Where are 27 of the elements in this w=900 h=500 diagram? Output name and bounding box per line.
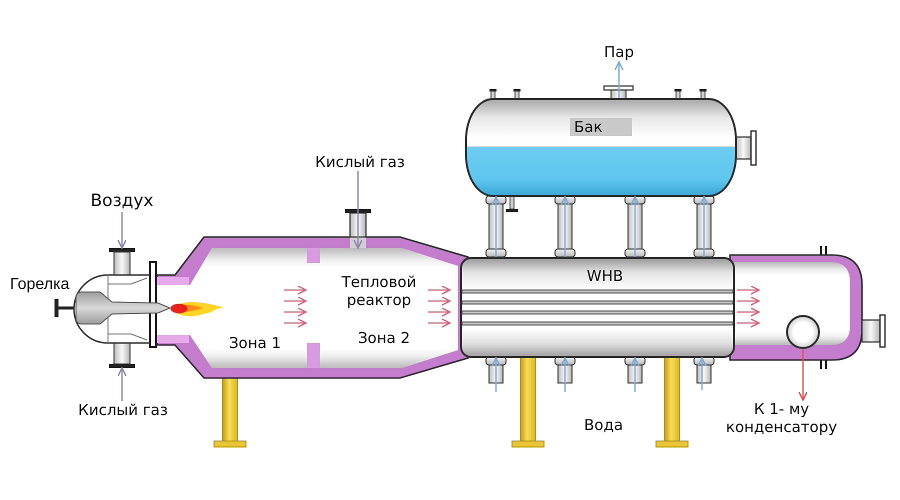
burner-label: Горелка: [10, 275, 70, 294]
arrow: [491, 357, 501, 392]
arrow: [117, 367, 127, 401]
reactor-label: Тепловой реактор: [340, 273, 418, 309]
outlet-label: К 1- му конденсатору: [725, 400, 838, 436]
arrow: [560, 196, 570, 257]
heat-exchanger-label: WHB: [586, 267, 624, 285]
arrow: [699, 196, 709, 257]
arrow: [117, 212, 127, 249]
zone-label: Зона 2: [356, 329, 412, 347]
arrow: [353, 171, 363, 249]
inlet-label: Воздух: [84, 191, 160, 212]
arrow: [798, 349, 808, 401]
zone-label: Зона 1: [228, 334, 282, 352]
storage-drum: [465, 98, 737, 197]
arrow: [560, 357, 570, 392]
tank-label: Бак: [570, 118, 632, 136]
arrow: [614, 61, 624, 98]
water-label: Вода: [584, 416, 624, 434]
steam-label: Пар: [598, 43, 640, 62]
arrow: [630, 357, 640, 392]
arrow: [491, 196, 501, 257]
inlet-label: Кислый газ: [73, 401, 173, 419]
arrow: [697, 357, 707, 390]
arrow: [630, 196, 640, 257]
inlet-label: Кислый газ: [310, 153, 410, 171]
heat-exchanger: [460, 257, 735, 358]
